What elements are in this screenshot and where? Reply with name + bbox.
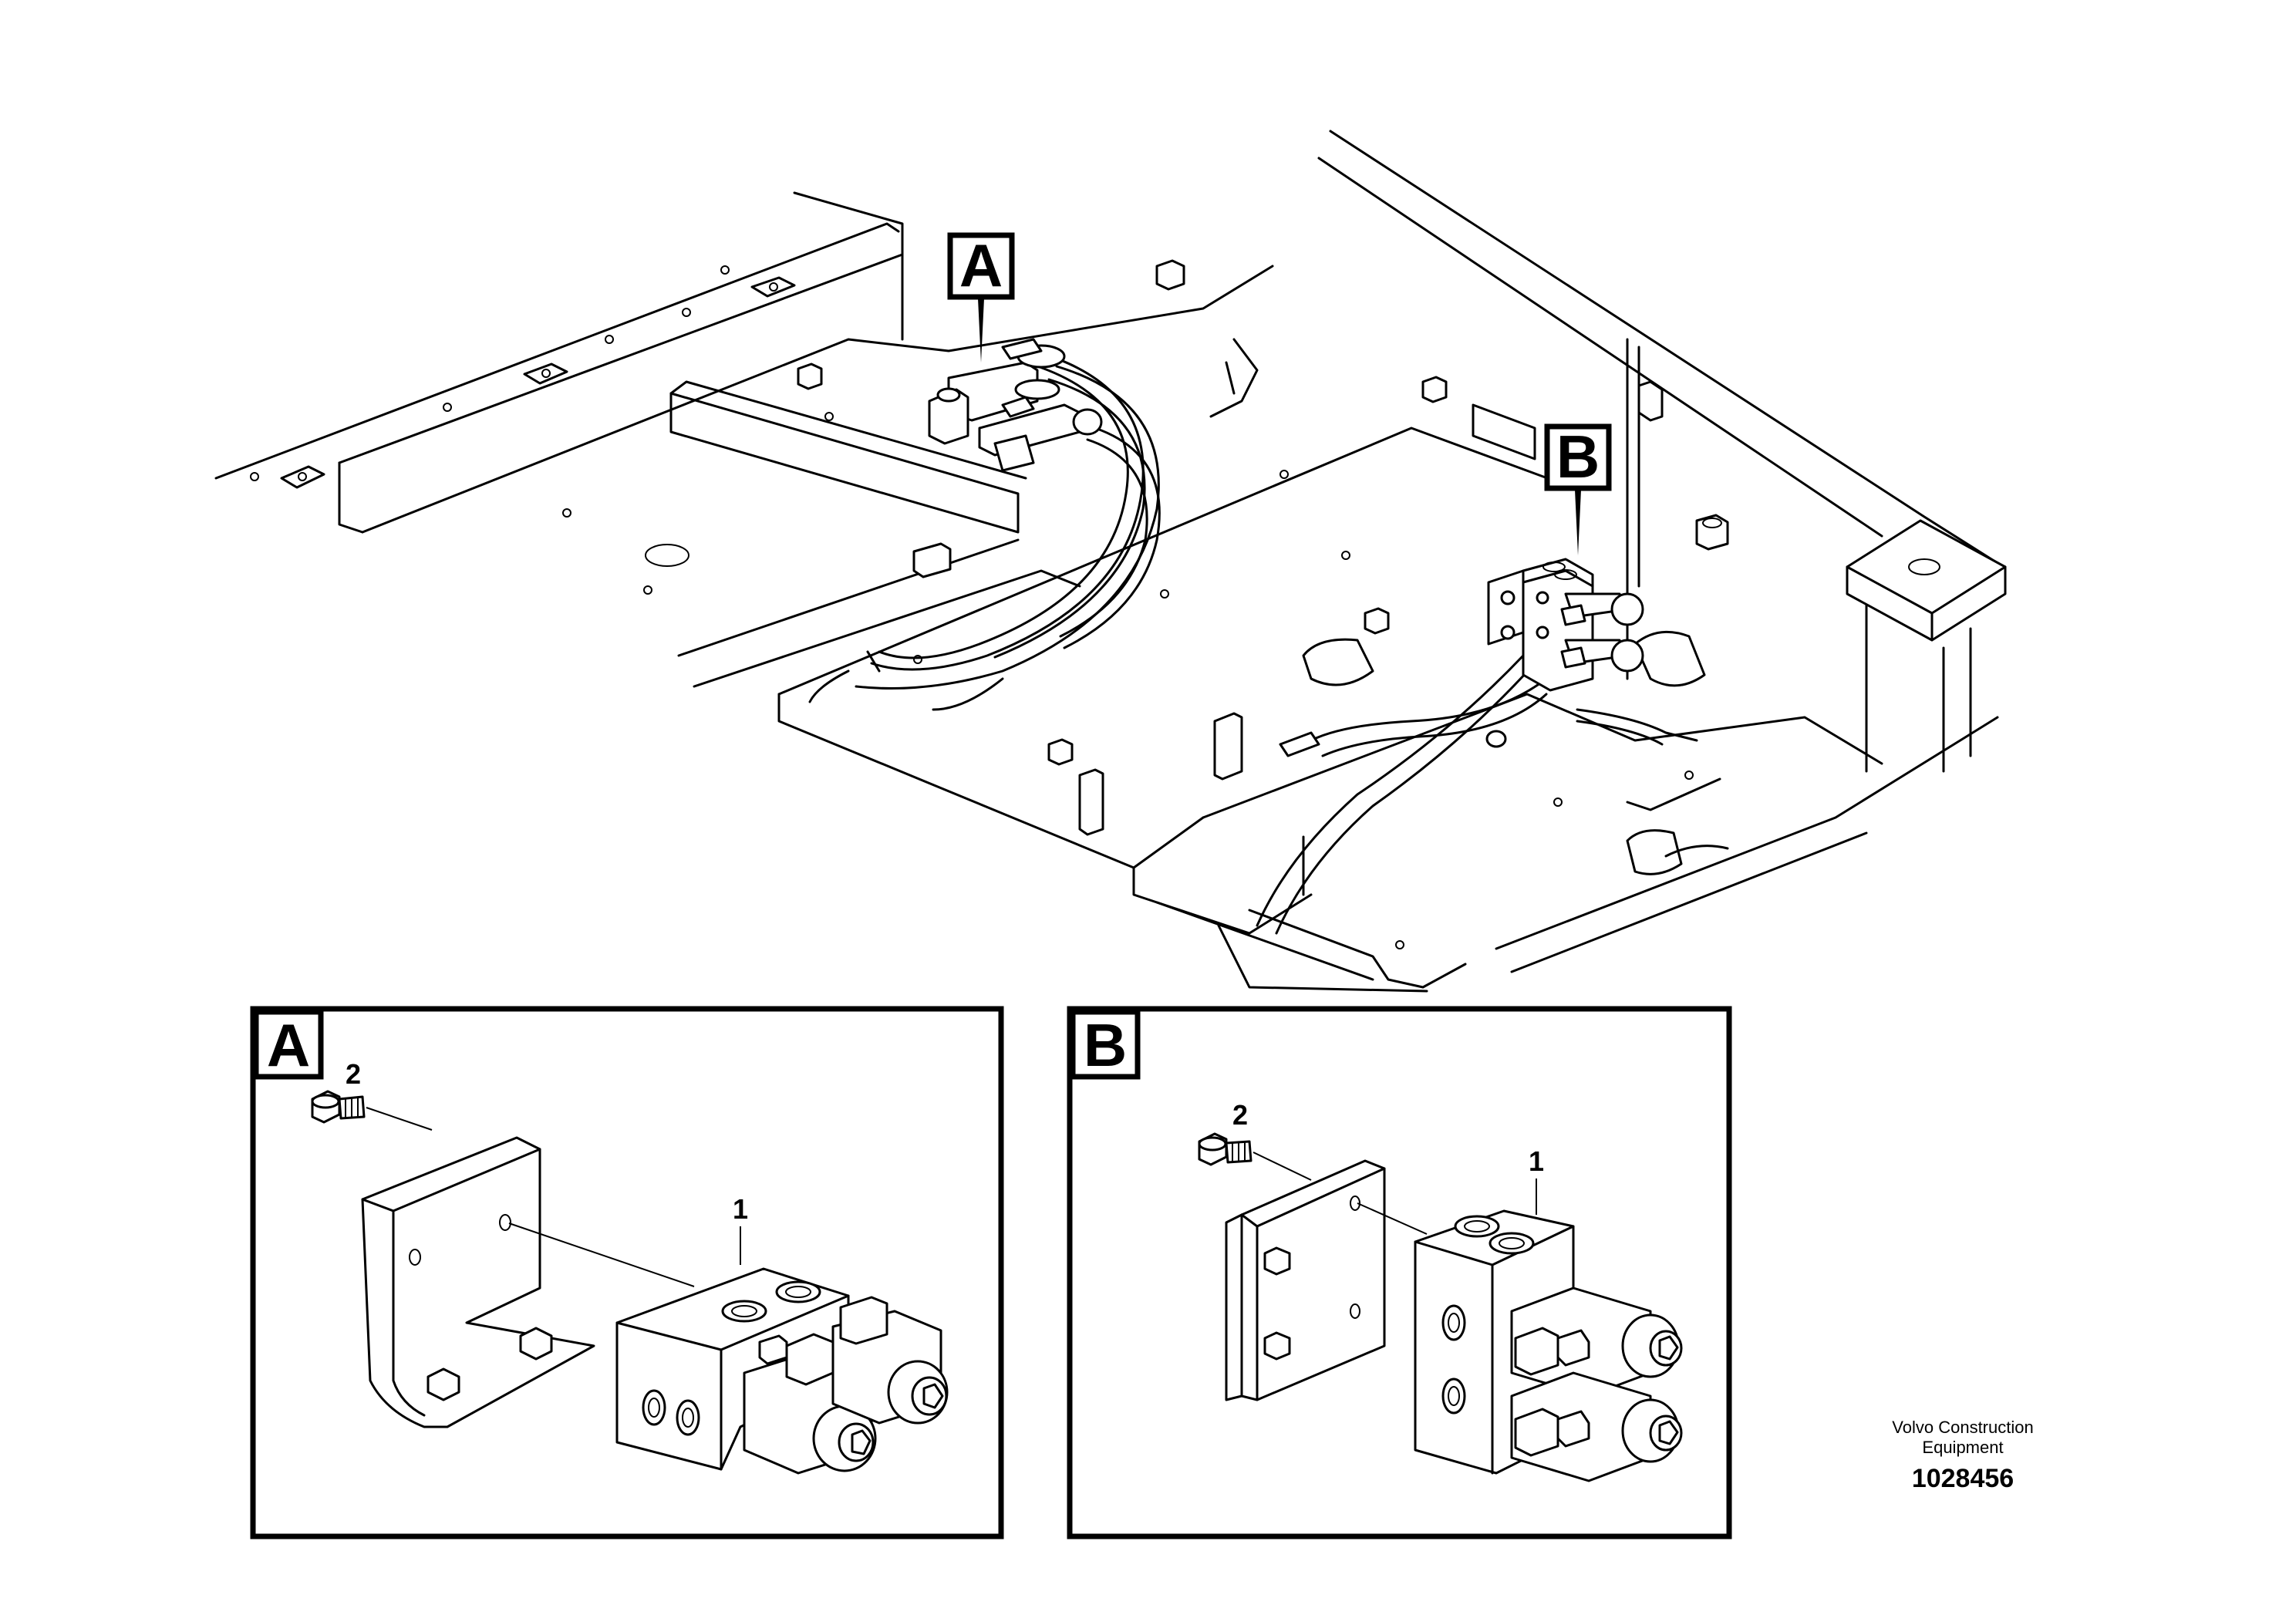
mounting-cube xyxy=(1155,259,1185,291)
rail-bolt-plate xyxy=(280,465,325,489)
rail-bolt-plate xyxy=(523,363,568,385)
bolt-a xyxy=(311,1090,366,1124)
mounting-cube xyxy=(1047,738,1074,766)
brand-line-2: Equipment xyxy=(1922,1438,2004,1457)
document-number: 1028456 xyxy=(1911,1464,2014,1493)
valve-block-b xyxy=(1414,1209,1683,1482)
plate-b xyxy=(1225,1159,1386,1401)
mounting-cube xyxy=(912,542,952,578)
item-number-1-b: 1 xyxy=(1529,1145,1544,1177)
hydraulic-hoses xyxy=(808,349,1698,935)
detail-b-label: B xyxy=(1084,1011,1127,1079)
brand-caption: Volvo Construction Equipment xyxy=(1836,1418,2090,1458)
valve-a-installed xyxy=(928,338,1103,472)
item-number-1-a: 1 xyxy=(733,1193,748,1225)
detail-panel-a: A 2 xyxy=(250,1006,1004,1539)
item-number-2-a: 2 xyxy=(346,1058,361,1090)
brand-line-1: Volvo Construction xyxy=(1892,1418,2034,1437)
bolt-b xyxy=(1198,1132,1253,1166)
machine-frame xyxy=(214,130,2007,993)
mounting-cube xyxy=(797,363,823,390)
mounting-cube xyxy=(1364,607,1390,635)
callout-b-overview: B xyxy=(1544,423,1612,555)
rail-bolt-plate xyxy=(750,276,796,298)
svg-text:A: A xyxy=(959,231,1003,299)
valve-b-installed xyxy=(1487,558,1644,692)
detail-panel-b: B 2 xyxy=(1067,1006,1732,1539)
bracket-a xyxy=(361,1136,595,1428)
mounting-cube xyxy=(1421,376,1448,403)
svg-text:B: B xyxy=(1556,423,1600,491)
item-number-2-b: 2 xyxy=(1232,1099,1248,1131)
callout-a-overview: A xyxy=(947,231,1015,363)
valve-block-a xyxy=(615,1267,949,1475)
detail-a-label: A xyxy=(267,1011,310,1079)
frame-column xyxy=(1846,519,2007,773)
